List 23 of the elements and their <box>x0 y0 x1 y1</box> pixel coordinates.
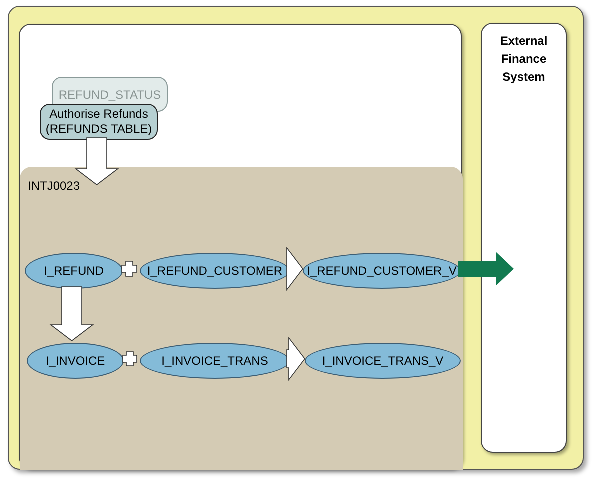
block-arrow <box>286 336 306 382</box>
block-arrow <box>458 252 514 286</box>
view-ellipse <box>303 253 461 289</box>
block-arrow <box>50 286 94 342</box>
view-ellipse <box>305 343 461 379</box>
node-label: I_REFUND_CUSTOMER <box>147 264 283 278</box>
node-label: External Finance System <box>499 33 549 86</box>
node-label: INTJ0023 <box>28 179 80 193</box>
plus-sign <box>122 261 138 277</box>
block-arrow <box>286 246 304 292</box>
node-label: I_INVOICE_TRANS <box>162 354 268 368</box>
node-label: REFUND_STATUS <box>58 88 162 102</box>
block-arrow <box>74 138 120 186</box>
system-frame <box>8 6 584 470</box>
node-label: I_INVOICE <box>46 354 106 368</box>
node-label: I_REFUND <box>44 264 104 278</box>
job-panel <box>20 167 463 470</box>
node-label: I_REFUND_CUSTOMER_V <box>307 264 457 278</box>
node-label: I_INVOICE_TRANS_V <box>322 354 444 368</box>
node-label: Authorise Refunds (REFUNDS TABLE) <box>44 107 154 137</box>
plus-sign <box>122 352 138 366</box>
external-system-box <box>481 23 567 453</box>
system-panel <box>19 24 462 469</box>
